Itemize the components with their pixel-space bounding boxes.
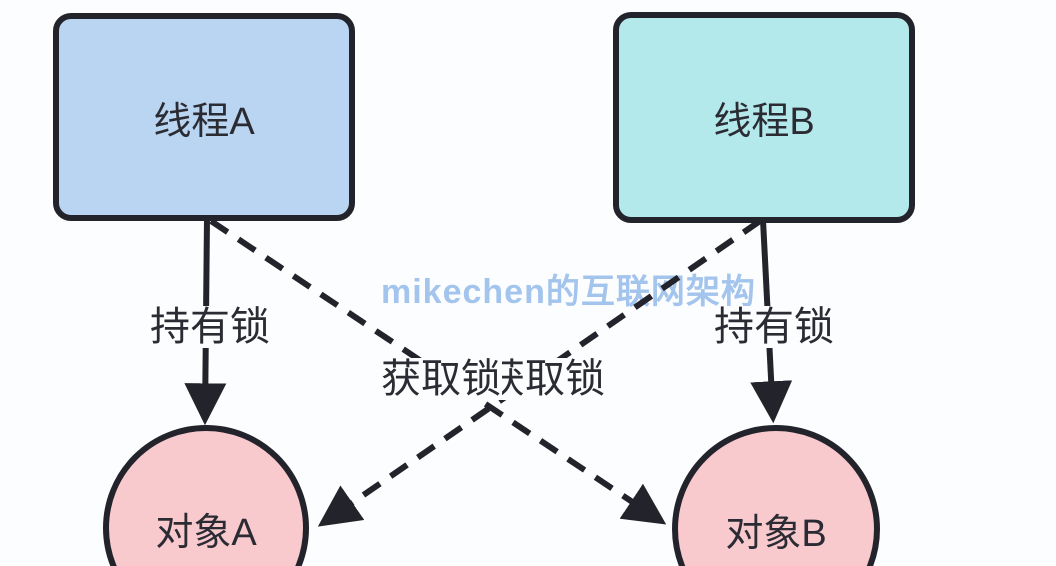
object-b-label: 对象B [725,512,827,555]
thread-b-node: 线程B [613,12,915,223]
thread-a-label: 线程A [153,100,255,143]
watermark-text: mikechen的互联网架构 [381,273,756,311]
holds-lock-label-b: 持有锁 [713,305,835,349]
thread-b-label: 线程B [713,101,815,143]
thread-a-node: 线程A [53,13,355,221]
acquire-lock-label-b: 获取锁 [484,357,606,401]
holds-lock-label-a: 持有锁 [149,305,271,349]
acquire-lock-label-a: 获取锁 [380,357,502,401]
object-a-label: 对象A [155,511,257,554]
